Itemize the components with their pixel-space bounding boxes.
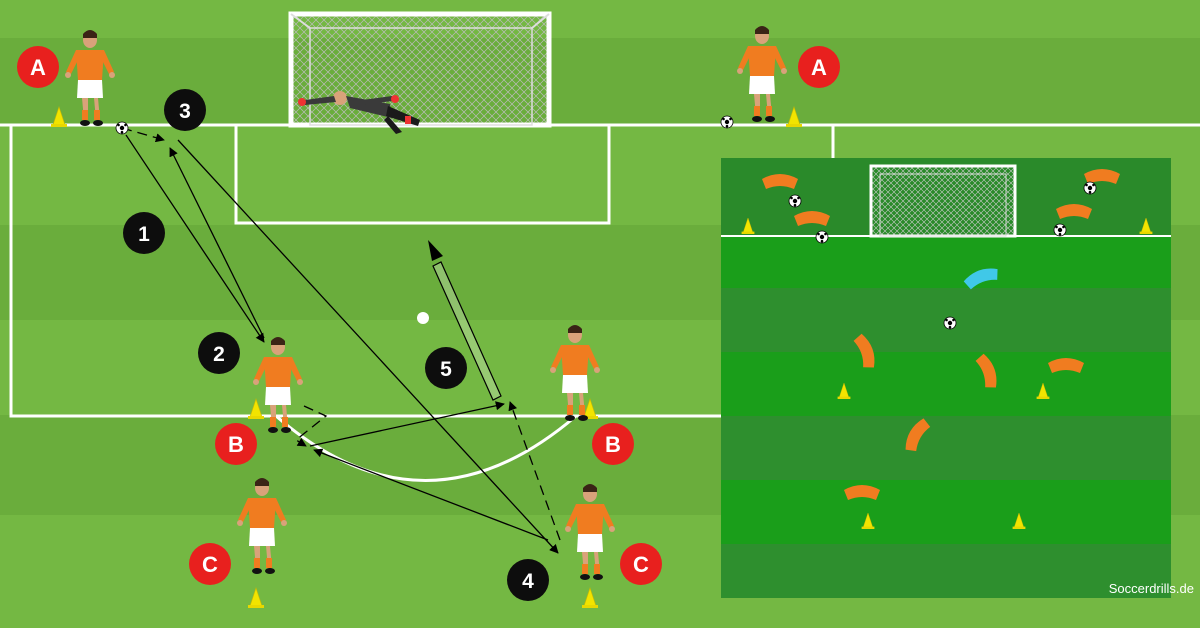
step-5: 5 (440, 358, 452, 381)
ball-icon (943, 316, 957, 330)
position-labels: A A B B C C (17, 46, 840, 585)
ball-icon (115, 121, 129, 135)
inset-overview (721, 158, 1171, 598)
watermark: Soccerdrills.de (1108, 581, 1194, 596)
pass-arrow-5 (309, 401, 505, 447)
ball-icon (1053, 223, 1067, 237)
step-3: 3 (179, 100, 191, 123)
label-b-left: B (228, 432, 244, 457)
step-2: 2 (213, 343, 225, 366)
label-c-right: C (633, 552, 649, 577)
label-c-left: C (202, 552, 218, 577)
shot-arrow (428, 240, 502, 401)
goal-icon (869, 164, 1017, 238)
goal-icon (288, 11, 552, 128)
ball-icon (1083, 181, 1097, 195)
pass-arrows (125, 134, 559, 554)
run-arrows (121, 127, 561, 541)
label-a-left: A (30, 55, 46, 80)
goalkeeper-icon (298, 91, 420, 134)
label-b-right: B (605, 432, 621, 457)
step-numbers: 1 2 3 4 5 (123, 89, 549, 601)
step-1: 1 (138, 223, 150, 246)
label-a-right: A (811, 55, 827, 80)
pass-arrow-1 (125, 134, 265, 343)
step-4: 4 (522, 570, 534, 593)
ball-icon (815, 230, 829, 244)
pass-arrow-3 (177, 139, 559, 554)
ball-icon (720, 115, 734, 129)
pass-arrow-2 (169, 147, 265, 339)
ball-icon (788, 194, 802, 208)
pass-arrow-4 (313, 448, 549, 541)
goalkeeper-icon (963, 268, 998, 290)
penalty-spot (417, 312, 429, 324)
